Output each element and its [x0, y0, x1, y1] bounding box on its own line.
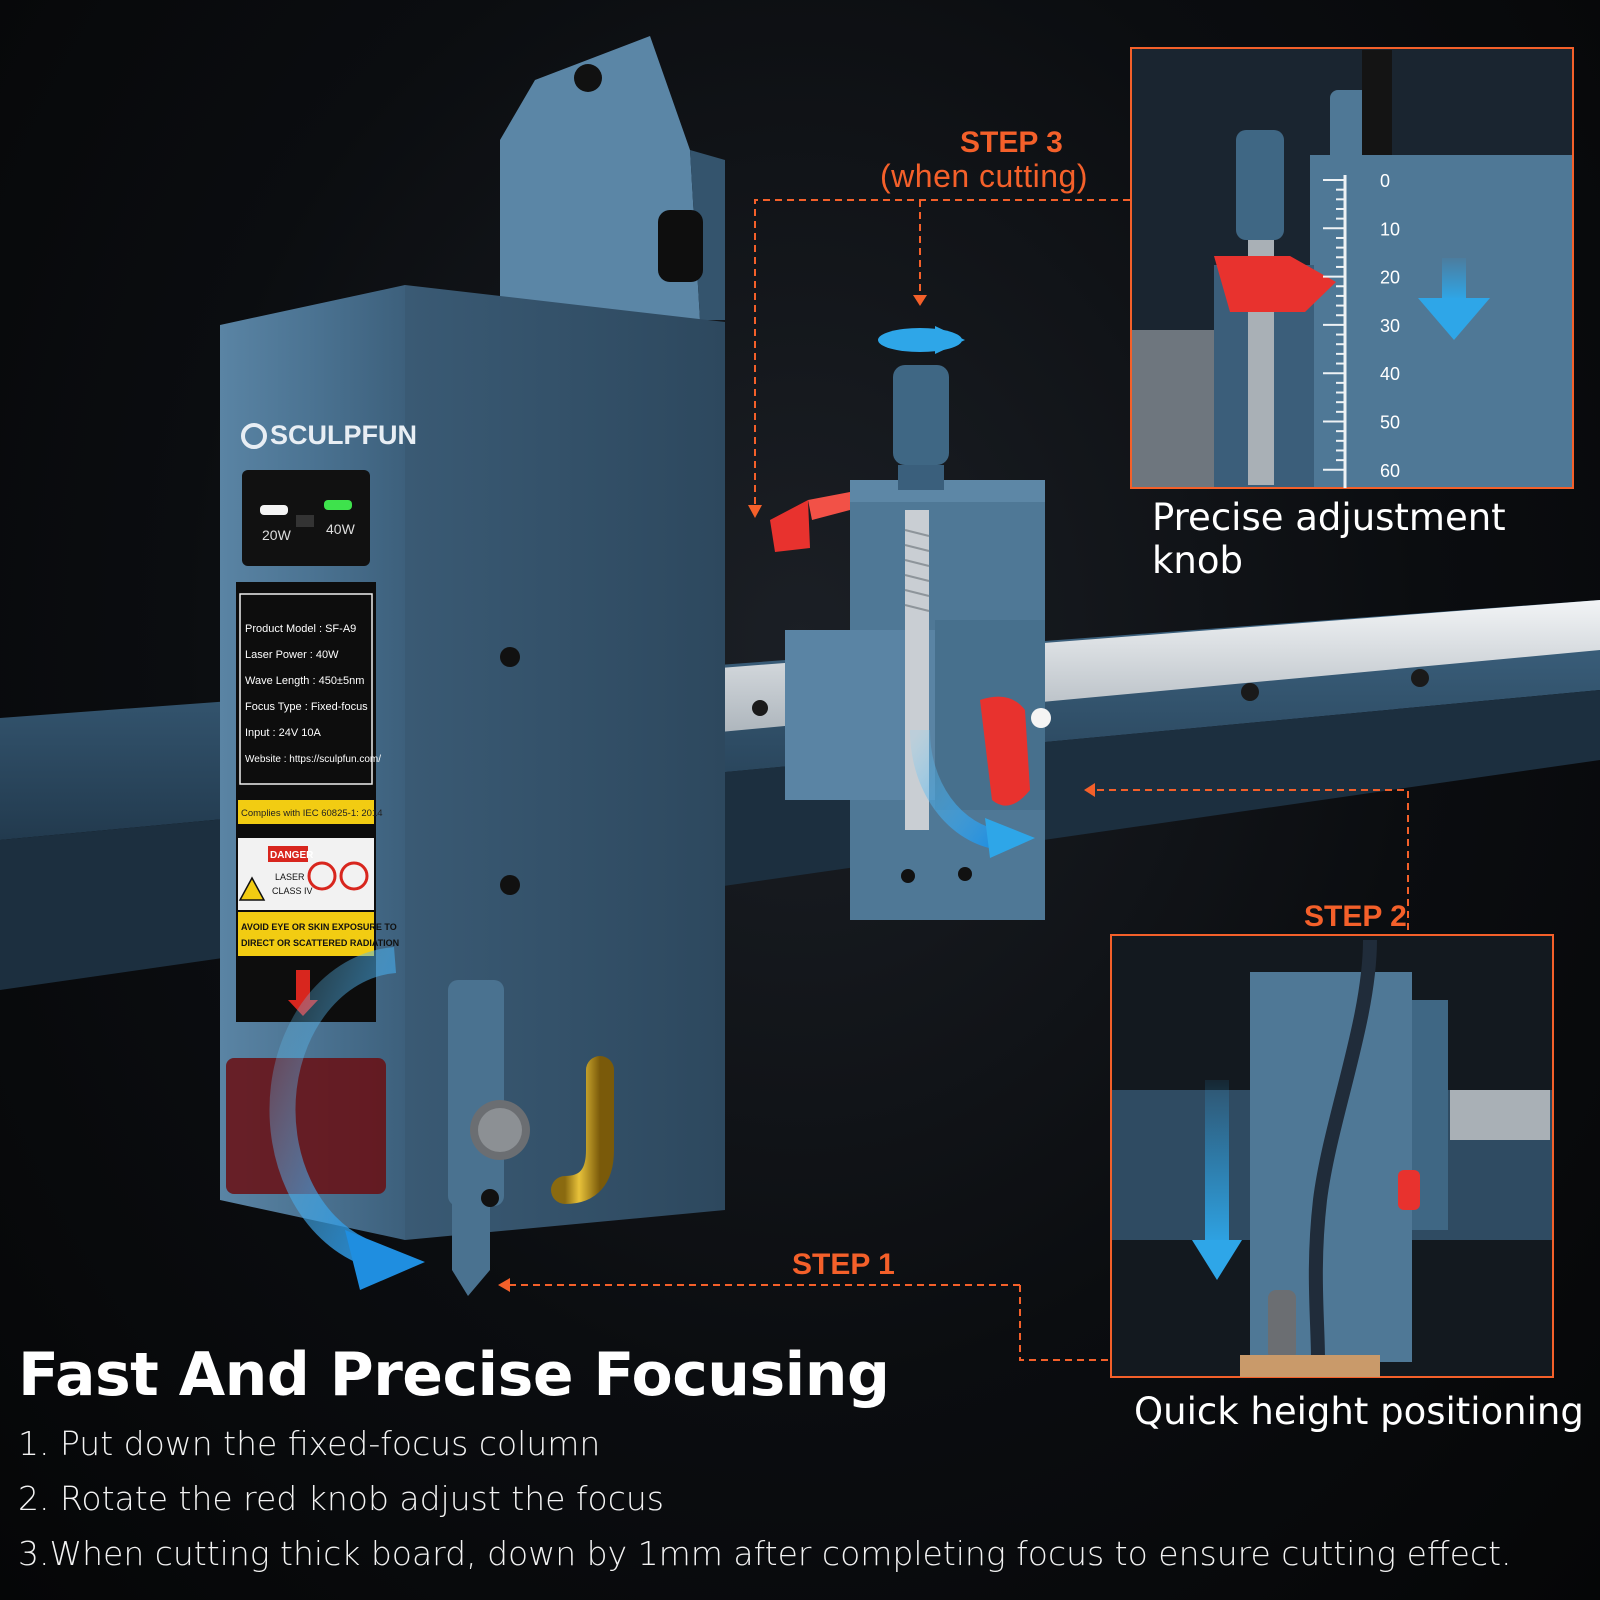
switch-label-20w: 20W [262, 527, 292, 543]
label-model: Product Model : SF-A9 [245, 623, 356, 635]
mount-bracket [500, 36, 725, 320]
step2-label: STEP 2 [1304, 900, 1407, 933]
switch-label-40w: 40W [326, 521, 356, 537]
instruction-step-1: 1. Put down the fixed-focus column [18, 1424, 601, 1463]
z-axis-module [770, 326, 1051, 920]
label-input: Input : 24V 10A [245, 727, 321, 739]
scale-label: 50 [1380, 413, 1400, 433]
laser-hazard-icon [238, 876, 266, 901]
scale-label: 10 [1380, 219, 1400, 239]
fixed-focus-column [448, 980, 530, 1296]
scale-label: 60 [1380, 461, 1400, 481]
red-lock-knob [980, 696, 1030, 806]
rotate-arrow-icon [269, 947, 397, 1262]
headline: Fast And Precise Focusing [18, 1340, 890, 1410]
instruction-step-2: 2. Rotate the red knob adjust the focus [18, 1479, 664, 1518]
scale-label: 20 [1380, 268, 1400, 288]
inset-adjustment-knob: 0 10 20 30 40 50 60 [1130, 47, 1574, 489]
label-warning-1: AVOID EYE OR SKIN EXPOSURE TO [241, 922, 397, 932]
scale-label: 30 [1380, 316, 1400, 336]
scale-ticks [1323, 179, 1345, 471]
skin-prohibit-icon [339, 861, 369, 891]
callout-lines [510, 199, 1409, 1361]
scale-labels: 0 10 20 30 40 50 60 [1380, 171, 1400, 481]
spec-label: Product Model : SF-A9 Laser Power : 40W … [236, 582, 399, 1022]
brand-text: SCULPFUN [270, 420, 417, 450]
scale-label: 0 [1380, 171, 1390, 191]
label-compliance: Complies with IEC 60825-1: 2014 [241, 808, 383, 819]
red-adjust-knob-closeup [1214, 256, 1336, 312]
step3-label: STEP 3 [960, 126, 1063, 159]
air-assist-nozzle [551, 1056, 614, 1204]
label-danger: DANGER [270, 850, 314, 861]
inset-height-positioning [1110, 934, 1554, 1378]
rotate-knob-arrow-icon [909, 729, 1002, 850]
sculpfun-logo: SCULPFUN [241, 420, 417, 450]
caption-height-positioning: Quick height positioning [1134, 1390, 1584, 1433]
down-arrow-closeup-icon [1442, 258, 1466, 300]
step1-label: STEP 1 [792, 1248, 895, 1281]
eye-prohibit-icon [307, 861, 337, 891]
label-laser: LASER [275, 872, 305, 882]
label-power: Laser Power : 40W [245, 649, 339, 661]
label-focus-type: Focus Type : Fixed-focus [245, 701, 368, 713]
label-website: Website : https://sculpfun.com/ [245, 754, 381, 765]
down-arrow-height-icon [1205, 1080, 1229, 1250]
power-switch: 20W 40W [242, 470, 370, 566]
label-warning-2: DIRECT OR SCATTERED RADIATION [241, 938, 399, 948]
red-adjust-knob-top [770, 500, 810, 552]
label-wavelength: Wave Length : 450±5nm [245, 675, 364, 687]
step3-sublabel: (when cutting) [880, 158, 1088, 194]
instruction-step-3: 3.When cutting thick board, down by 1mm … [18, 1534, 1512, 1573]
scale-label: 40 [1380, 364, 1400, 384]
laser-module: SCULPFUN 20W 40W Product Model : SF-A9 L… [220, 285, 725, 1296]
caption-adjustment-knob: Precise adjustment knob [1152, 496, 1506, 582]
label-class: CLASS IV [272, 886, 313, 896]
laser-window [226, 1058, 386, 1194]
